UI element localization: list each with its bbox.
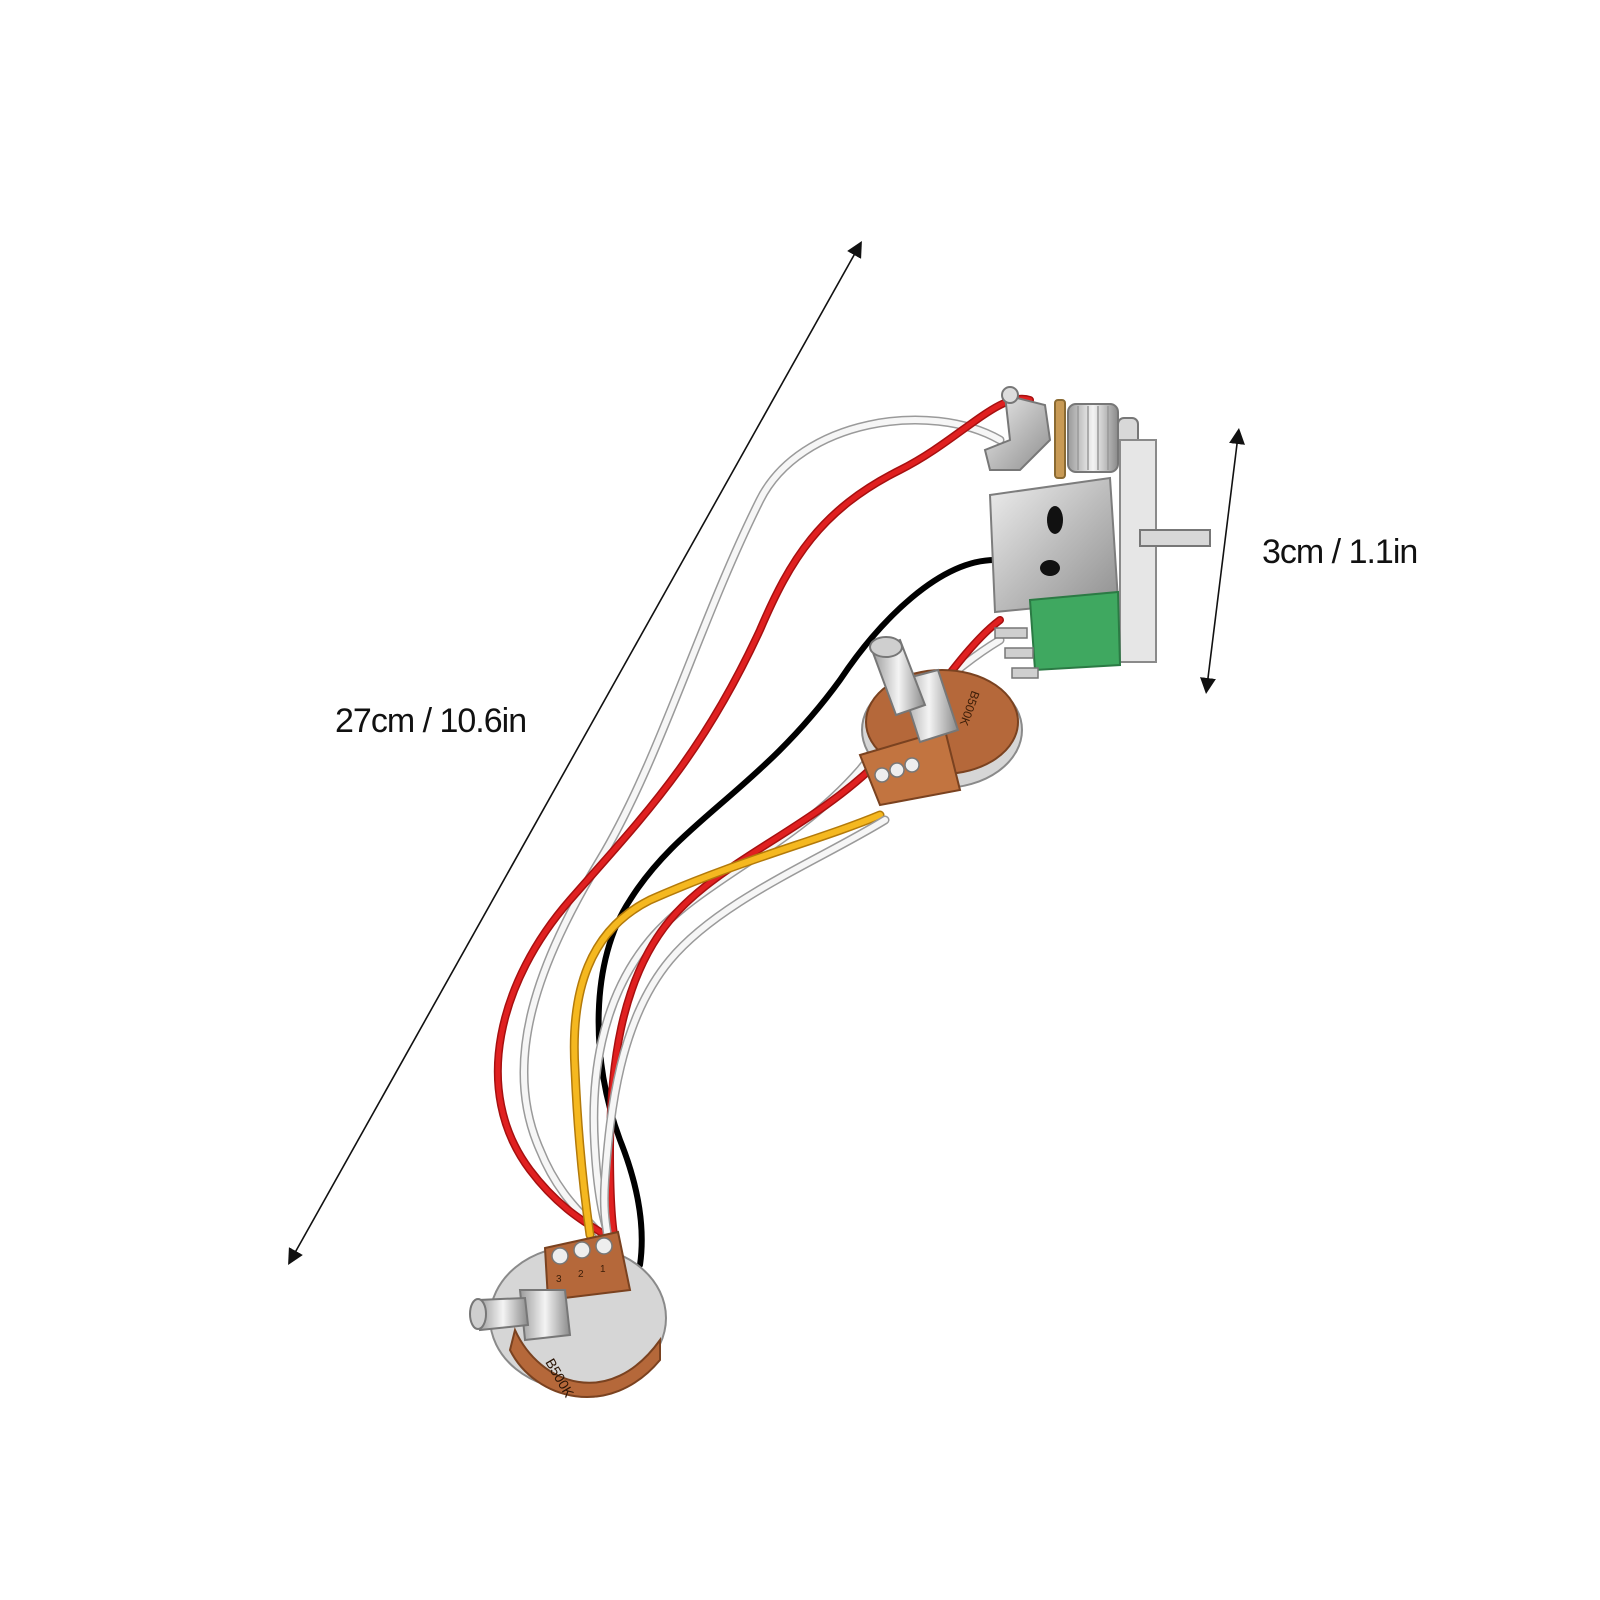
lug-number-2: 2 bbox=[578, 1269, 584, 1280]
white-wire-pot bbox=[599, 815, 890, 1243]
selector-switch bbox=[988, 439, 1211, 679]
wires bbox=[493, 394, 1034, 1268]
length-dimension-arrow bbox=[288, 241, 862, 1265]
black-wire bbox=[595, 557, 998, 1268]
lug-number-1: 1 bbox=[600, 1264, 606, 1275]
width-dimension-label: 3cm / 1.1in bbox=[1262, 533, 1418, 571]
width-dimension-arrow bbox=[1200, 428, 1245, 694]
lug-number-3: 3 bbox=[556, 1274, 562, 1285]
potentiometer-front: 3 2 1 B500K bbox=[469, 1230, 667, 1400]
output-jack bbox=[983, 386, 1139, 479]
length-dimension-label: 27cm / 10.6in bbox=[335, 702, 527, 740]
potentiometer-back: B500K bbox=[858, 636, 1023, 807]
